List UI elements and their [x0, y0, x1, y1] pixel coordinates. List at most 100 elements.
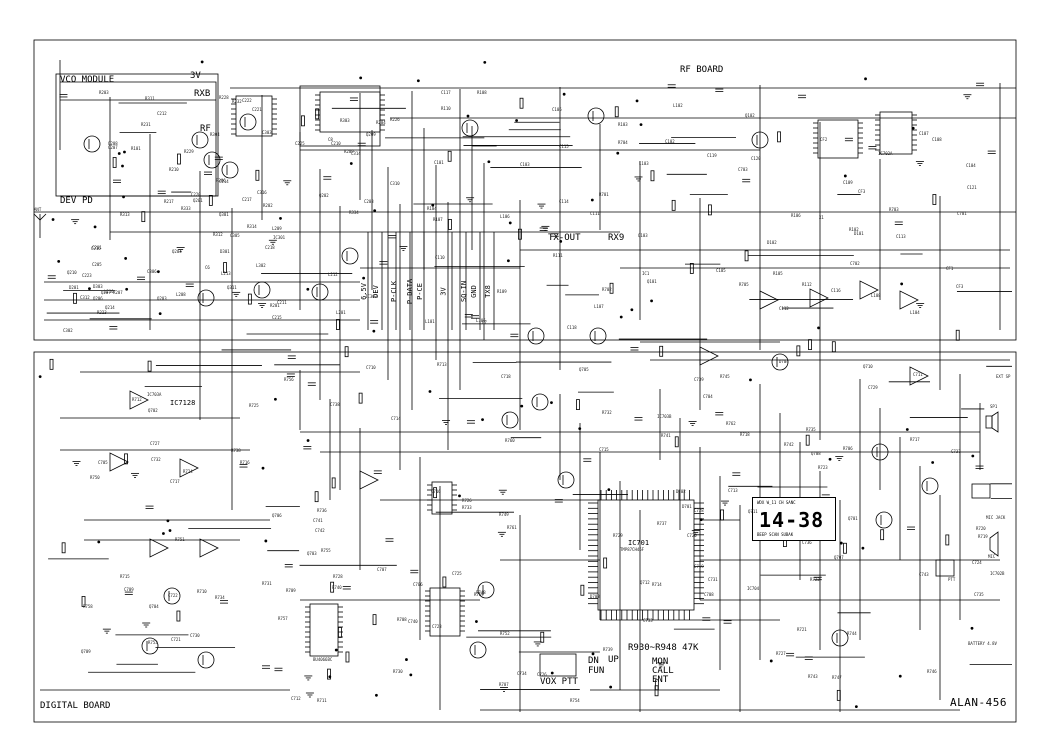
- transistor-symbol: [191, 131, 209, 149]
- component-ref-label: R210: [169, 167, 179, 172]
- resistor-symbol: [654, 685, 659, 697]
- op-amp-symbol: [179, 458, 199, 478]
- resistor-symbol: [447, 150, 452, 162]
- component-ref-label: R209: [344, 149, 354, 154]
- component-ref-label: C109: [843, 180, 853, 185]
- component-ref-label: R720: [976, 526, 986, 531]
- component-ref-label: R748: [476, 590, 486, 595]
- component-ref-label: CF3: [956, 284, 964, 289]
- component-ref-label: R726: [462, 498, 472, 503]
- component-ref-label: IC702B: [990, 571, 1005, 576]
- component-ref-label: C218: [265, 245, 275, 250]
- resistor-symbol: [836, 689, 841, 701]
- op-amp-symbol: [759, 290, 779, 310]
- wire: [60, 81, 217, 196]
- junction-dot: [520, 404, 524, 408]
- component-ref-label: R314: [247, 224, 257, 229]
- component-ref-label: CF1: [946, 266, 954, 271]
- net-pd-label: PD: [82, 196, 93, 206]
- component-ref-label: R231: [141, 122, 151, 127]
- component-ref-label: Q709: [81, 649, 91, 654]
- cpu-part-label: TMP87CH46F: [620, 547, 645, 552]
- junction-dot: [156, 270, 160, 274]
- component-ref-label: R758: [83, 604, 93, 609]
- junction-dot: [839, 541, 843, 545]
- component-ref-label: R311: [145, 96, 155, 101]
- ic-rf-right: [879, 111, 913, 155]
- component-ref-label: R760: [505, 438, 515, 443]
- transistor-symbol: [461, 119, 479, 137]
- cpu-chip: [597, 499, 695, 611]
- sp1-label: SP1: [990, 404, 998, 409]
- junction-dot: [616, 151, 620, 155]
- component-ref-label: R725: [249, 403, 259, 408]
- key-dn-label: DN: [588, 656, 599, 666]
- component-ref-label: L106: [500, 214, 510, 219]
- transistor-symbol: [531, 393, 549, 411]
- component-ref-label: Q705: [579, 367, 589, 372]
- junction-dot: [931, 461, 935, 464]
- component-ref-label: C720: [687, 533, 697, 538]
- component-ref-label: IC303: [365, 294, 378, 299]
- component-ref-label: R728: [333, 574, 343, 579]
- resistor-symbol: [689, 263, 694, 274]
- component-ref-label: Q209: [366, 132, 376, 137]
- junction-dot: [405, 658, 408, 661]
- op-amp-symbol: [109, 452, 129, 472]
- junction-dot: [117, 152, 121, 155]
- ic-bottom-mid: [429, 587, 461, 637]
- junction-dot: [121, 164, 124, 168]
- resistor-symbol: [614, 106, 619, 118]
- component-ref-label: D701: [682, 504, 692, 509]
- component-ref-label: C223: [82, 273, 92, 278]
- net-tx-out-label: TX-OUT: [548, 233, 581, 243]
- component-ref-label: Q207: [101, 290, 111, 295]
- component-ref-label: C734: [517, 671, 527, 676]
- junction-dot: [483, 61, 487, 64]
- resistor-symbol: [442, 576, 447, 588]
- pll-area-box: [299, 85, 381, 147]
- component-ref-label: D703: [590, 594, 600, 599]
- component-ref-label: CF2: [820, 137, 828, 142]
- transistor-symbol: [771, 353, 789, 371]
- junction-dot: [854, 705, 858, 709]
- lcd-digits: 14-38: [759, 508, 825, 532]
- resistor-array-label: R930~R948 47K: [628, 643, 699, 653]
- key-up-label: UP: [608, 655, 619, 665]
- junction-dot: [306, 287, 310, 291]
- op-amp-symbol: [859, 280, 879, 300]
- transistor-symbol: [311, 283, 329, 301]
- resistor-symbol: [141, 211, 146, 223]
- component-ref-label: R704: [618, 140, 628, 145]
- component-ref-label: L103: [639, 161, 649, 166]
- component-ref-label: C121: [967, 185, 977, 190]
- transistor-symbol: [141, 637, 159, 655]
- component-ref-label: R731: [262, 581, 272, 586]
- junction-dot: [264, 539, 268, 543]
- bus-signal-label: P-DATA: [406, 278, 415, 305]
- component-ref-label: R701: [599, 192, 609, 197]
- component-ref-label: R228: [219, 95, 229, 100]
- component-ref-label: Q712: [640, 580, 650, 585]
- component-ref-label: C116: [831, 288, 841, 293]
- component-ref-label: Q710: [863, 364, 873, 369]
- component-ref-label: C710: [366, 365, 376, 370]
- junction-dot: [306, 439, 310, 442]
- component-ref-label: R733: [462, 505, 472, 510]
- antenna-symbol: [33, 213, 47, 221]
- junction-dot: [372, 329, 376, 333]
- component-ref-label: Q208: [108, 141, 118, 146]
- resistor-symbol: [327, 668, 331, 680]
- component-ref-label: R103: [618, 122, 628, 127]
- resistor-symbol: [345, 651, 350, 663]
- component-ref-label: R744: [847, 631, 857, 636]
- junction-dot: [475, 620, 478, 623]
- component-ref-label: L105: [476, 318, 486, 323]
- mic-jack-connector: [971, 483, 991, 499]
- component-ref-label: C742: [315, 528, 325, 533]
- transistor-symbol: [557, 471, 575, 489]
- junction-dot: [373, 209, 377, 213]
- component-ref-label: D704: [779, 359, 789, 364]
- resistor-symbol: [805, 434, 810, 446]
- resistor-symbol: [177, 153, 181, 165]
